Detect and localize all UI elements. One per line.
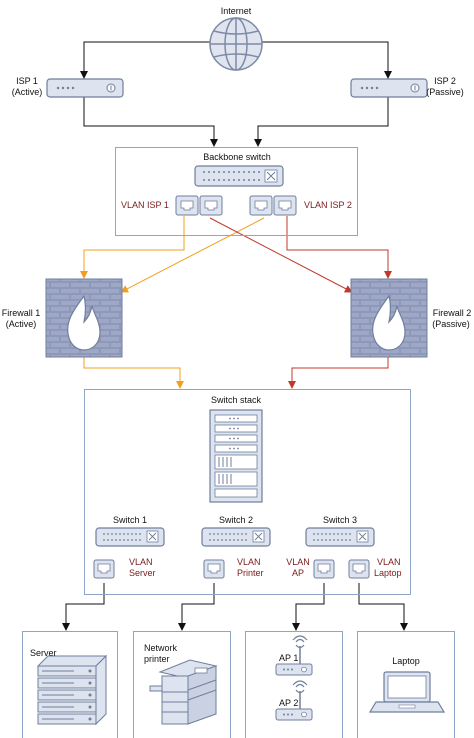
- backbone-switch-title: Backbone switch: [203, 152, 271, 162]
- ap1-icon: [275, 635, 313, 676]
- firewall2-name-label: Firewall 2: [432, 308, 472, 318]
- link-switch1-server: [62, 583, 105, 631]
- vlan-isp2-label: VLAN ISP 2: [304, 200, 352, 210]
- vlan-server-label-line1: VLAN: [129, 557, 153, 567]
- link-switch2-printer: [178, 583, 215, 631]
- printer-label-line1: Network: [144, 643, 178, 653]
- vlan-server-label-line2: Server: [129, 568, 156, 578]
- backbone-switch-box: [115, 147, 358, 236]
- vlan-laptop-label-line2: Laptop: [374, 568, 402, 578]
- link-vlanisp2-firewall1: [120, 217, 265, 293]
- vlan-ap-label-line1: VLAN: [286, 557, 310, 567]
- server-icon: [36, 654, 108, 726]
- server-label: Server: [30, 648, 57, 658]
- firewall2-status-label: (Passive): [432, 319, 470, 329]
- firewall1-name-label: Firewall 1: [1, 308, 41, 318]
- internet-label: Internet: [220, 6, 252, 16]
- link-internet-isp2: [262, 41, 392, 79]
- links: [62, 41, 408, 631]
- link-switch3laptop-laptop: [358, 583, 408, 631]
- link-internet-isp1: [80, 41, 210, 79]
- rack-icon: [209, 409, 263, 503]
- printer-icon: [149, 659, 218, 725]
- link-vlanisp1-firewall1: [80, 216, 185, 279]
- ap-box: [245, 631, 343, 738]
- isp2-router-icon: [350, 78, 428, 98]
- laptop-label: Laptop: [392, 656, 420, 666]
- globe-icon: [209, 17, 263, 71]
- firewall1-icon: [45, 278, 123, 358]
- ap1-label: AP 1: [279, 653, 299, 663]
- backbone-switch-icon: [194, 165, 284, 187]
- switch2-label: Switch 2: [218, 515, 253, 525]
- firewall2-icon: [350, 278, 428, 358]
- vlan-isp1-label: VLAN ISP 1: [121, 200, 169, 210]
- link-switch3ap-aps: [292, 583, 325, 631]
- laptop-box: [357, 631, 455, 738]
- switch1-label: Switch 1: [112, 515, 147, 525]
- vlan-isp1-port-icons: [175, 195, 223, 216]
- server-box: [22, 631, 118, 738]
- vlan-printer-port-icon: [203, 559, 225, 579]
- isp2-name-label: ISP 2: [434, 76, 456, 86]
- link-isp1-backbone: [83, 96, 218, 147]
- vlan-ap-port-icon: [313, 559, 335, 579]
- vlan-printer-label-line2: Printer: [237, 568, 264, 578]
- switch3-label: Switch 3: [322, 515, 357, 525]
- vlan-isp2-port-icons: [249, 195, 297, 216]
- link-vlanisp2-firewall2: [286, 216, 392, 279]
- isp1-status-label: (Active): [11, 87, 43, 97]
- link-isp2-backbone: [254, 96, 389, 147]
- link-firewall1-stack: [83, 356, 184, 389]
- printer-box: [133, 631, 231, 738]
- link-vlanisp1-firewall2: [209, 217, 353, 293]
- switch-stack-title: Switch stack: [210, 395, 261, 405]
- isp2-status-label: (Passive): [426, 87, 464, 97]
- isp1-router-icon: [46, 78, 124, 98]
- switch1-icon: [95, 527, 165, 547]
- vlan-server-port-icon: [93, 559, 115, 579]
- firewall1-status-label: (Active): [5, 319, 37, 329]
- vlan-ap-label-line2: AP: [291, 568, 304, 578]
- link-firewall2-stack: [288, 356, 389, 389]
- switch-stack-box: [84, 389, 411, 595]
- ap2-label: AP 2: [279, 698, 299, 708]
- isp1-name-label: ISP 1: [16, 76, 38, 86]
- vlan-printer-label-line1: VLAN: [237, 557, 261, 567]
- ap2-icon: [275, 680, 313, 721]
- laptop-icon: [368, 671, 446, 713]
- switch3-icon: [305, 527, 375, 547]
- vlan-laptop-port-icon: [348, 559, 370, 579]
- switch2-icon: [201, 527, 271, 547]
- printer-label-line2: printer: [144, 654, 170, 664]
- vlan-laptop-label-line1: VLAN: [377, 557, 401, 567]
